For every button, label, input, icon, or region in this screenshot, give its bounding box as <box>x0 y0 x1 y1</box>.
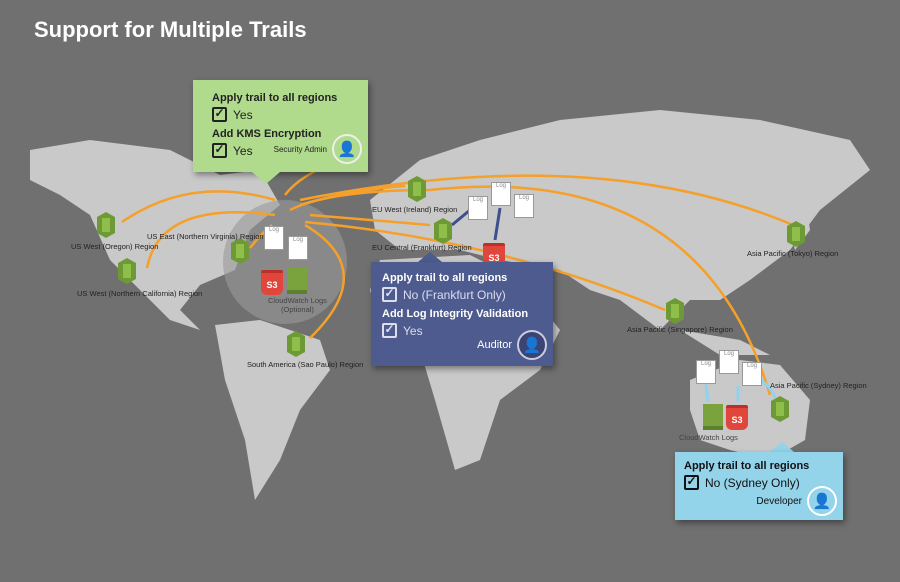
security-admin-panel: Apply trail to all regions ✓Yes Add KMS … <box>193 80 368 172</box>
apply-trail-question: Apply trail to all regions <box>382 272 508 284</box>
log-file-icon: Log <box>491 182 511 206</box>
kms-answer: ✓Yes <box>212 143 368 158</box>
checkbox-icon: ✓ <box>684 475 699 490</box>
log-integrity-answer: ✓Yes <box>382 323 553 338</box>
callout-pointer <box>252 172 280 184</box>
role-auditor: Auditor👤 <box>477 330 547 360</box>
region-label-frankfurt: EU Central (Frankfurt) Region <box>372 243 472 252</box>
auditor-panel: Apply trail to all regions ✓No (Frankfur… <box>371 262 553 366</box>
region-icon-oregon[interactable] <box>97 212 115 238</box>
s3-bucket-icon: S3 <box>726 405 748 430</box>
cloudwatch-icon <box>703 404 723 430</box>
apply-trail-answer: ✓No (Frankfurt Only) <box>382 287 553 302</box>
checkbox-icon: ✓ <box>382 287 397 302</box>
region-label-oregon: US West (Oregon) Region <box>71 242 159 251</box>
apply-trail-answer: ✓No (Sydney Only) <box>684 475 843 490</box>
log-file-icon: Log <box>696 360 716 384</box>
developer-panel: Apply trail to all regions ✓No (Sydney O… <box>675 452 843 520</box>
log-file-icon: Log <box>742 362 762 386</box>
region-icon-saopaulo[interactable] <box>287 331 305 357</box>
region-label-tokyo: Asia Pacific (Tokyo) Region <box>747 249 839 258</box>
cloudwatch-icon <box>287 268 307 294</box>
page-title: Support for Multiple Trails <box>34 17 307 42</box>
region-icon-singapore[interactable] <box>666 298 684 324</box>
callout-pointer <box>418 252 442 262</box>
user-avatar-icon: 👤 <box>807 486 837 516</box>
region-icon-ireland[interactable] <box>408 176 426 202</box>
region-icon-sydney[interactable] <box>771 396 789 422</box>
cloudwatch-label: CloudWatch Logs <box>679 433 738 442</box>
region-label-singapore: Asia Pacific (Singapore) Region <box>627 325 733 334</box>
apply-trail-question: Apply trail to all regions <box>684 460 810 472</box>
s3-bucket-icon: S3 <box>261 270 283 295</box>
region-label-norcal: US West (Northern California) Region <box>77 289 203 298</box>
region-icon-norcal[interactable] <box>118 258 136 284</box>
user-avatar-icon: 👤 <box>517 330 547 360</box>
s3-bucket-icon: S3 <box>483 243 505 268</box>
role-developer: Developer👤 <box>756 486 837 516</box>
region-label-sydney: Asia Pacific (Sydney) Region <box>770 381 867 390</box>
region-label-virginia: US East (Northern Virginia) Region <box>147 232 264 241</box>
cloudwatch-label: CloudWatch Logs(Optional) <box>268 296 327 314</box>
role-security-admin: Security Admin👤 <box>274 134 362 164</box>
log-file-icon: Log <box>288 236 308 260</box>
region-icon-frankfurt[interactable] <box>434 218 452 244</box>
log-integrity-question: Add Log Integrity Validation <box>382 308 529 320</box>
log-file-icon: Log <box>514 194 534 218</box>
frankfurt-arrows <box>451 207 502 241</box>
kms-question: Add KMS Encryption <box>212 128 322 140</box>
checkbox-icon: ✓ <box>212 143 227 158</box>
apply-trail-answer: ✓Yes <box>212 107 368 122</box>
checkbox-icon: ✓ <box>212 107 227 122</box>
user-avatar-icon: 👤 <box>332 134 362 164</box>
region-label-saopaulo: South America (Sao Paulo) Region <box>247 360 364 369</box>
log-file-icon: Log <box>719 350 739 374</box>
region-icon-virginia[interactable] <box>231 238 249 264</box>
region-label-ireland: EU West (Ireland) Region <box>372 205 458 214</box>
log-file-icon: Log <box>264 226 284 250</box>
callout-pointer <box>770 442 794 452</box>
apply-trail-question: Apply trail to all regions <box>212 92 338 104</box>
region-icon-tokyo[interactable] <box>787 221 805 247</box>
checkbox-icon: ✓ <box>382 323 397 338</box>
log-file-icon: Log <box>468 196 488 220</box>
